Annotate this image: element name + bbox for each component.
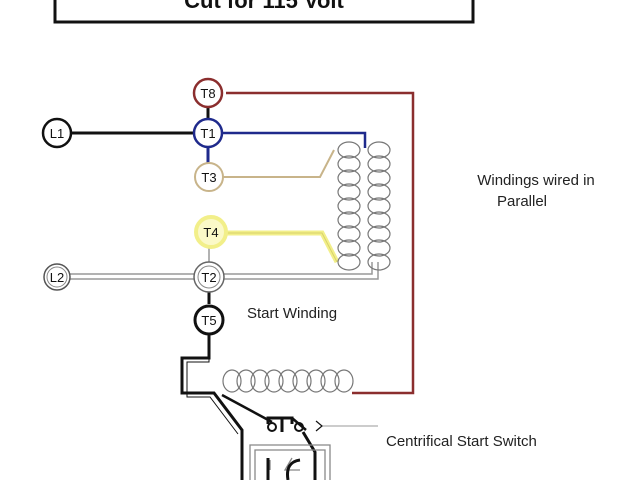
svg-text:T2: T2 <box>201 270 216 285</box>
terminal-l2: L2 <box>43 263 71 291</box>
t1-blue-wire <box>222 131 367 148</box>
capacitor-housing <box>249 444 331 480</box>
centrifugal-switch <box>266 416 317 480</box>
svg-text:T1: T1 <box>200 126 215 141</box>
svg-text:T4: T4 <box>203 225 218 240</box>
terminal-t5: T5 <box>193 304 225 336</box>
switch-label: Centrifical Start Switch <box>386 433 537 450</box>
t4-yellow-wire-edge <box>224 232 338 263</box>
coil-switch-wire <box>221 393 273 424</box>
svg-text:L2: L2 <box>50 270 64 285</box>
windings-label-line1: Windings wired in <box>477 172 595 189</box>
start-winding-coil <box>222 369 354 393</box>
svg-text:T5: T5 <box>201 313 216 328</box>
title-box <box>53 0 475 24</box>
terminal-t4: T4 <box>194 215 228 249</box>
switch-pointer-arrow <box>315 420 323 432</box>
terminal-t8: T8 <box>192 77 224 109</box>
t2-wire-b <box>224 262 379 280</box>
svg-text:T3: T3 <box>201 170 216 185</box>
title-text: Cut for 115 Volt <box>184 0 344 13</box>
start-winding-label: Start Winding <box>247 305 337 322</box>
run-winding-coils <box>337 141 391 271</box>
t5-black-wire-b <box>186 334 239 435</box>
t4-yellow-wire <box>224 230 340 264</box>
terminal-l1: L1 <box>41 117 73 149</box>
terminal-t2: T2 <box>193 261 225 293</box>
t3-tan-wire <box>222 149 335 178</box>
capacitor-mark <box>266 458 301 480</box>
svg-text:L1: L1 <box>50 126 64 141</box>
windings-label-line2: Parallel <box>497 193 547 210</box>
t8-red-wire <box>226 91 415 395</box>
svg-text:T8: T8 <box>200 86 215 101</box>
terminal-t1: T1 <box>192 117 224 149</box>
t5-black-wire-a <box>180 334 244 480</box>
t2-wire-a <box>224 262 373 275</box>
terminal-t3: T3 <box>194 162 224 192</box>
